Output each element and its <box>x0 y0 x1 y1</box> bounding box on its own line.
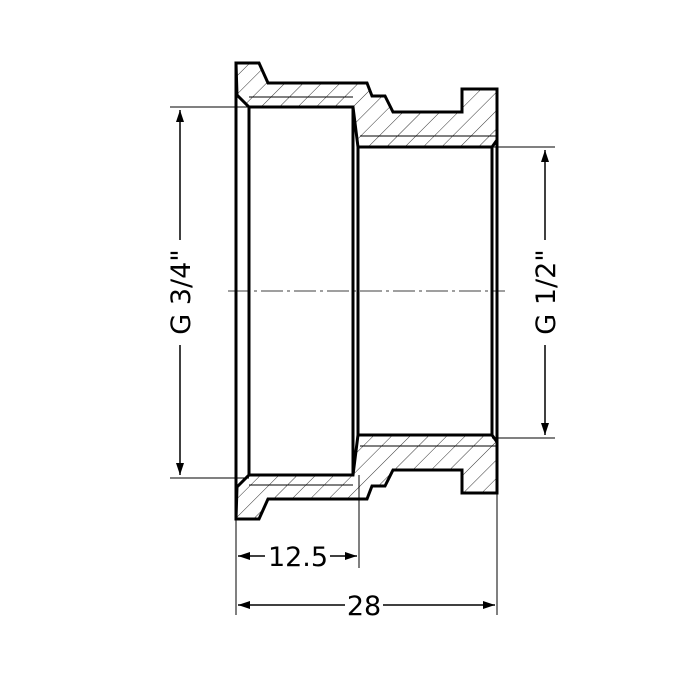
depth-dimension: 12.5 <box>238 542 357 573</box>
upper-section <box>234 61 499 149</box>
left-thread-label: G 3/4" <box>166 249 197 334</box>
length-dimension: 28 <box>238 591 495 622</box>
length-dimension-label: 28 <box>347 591 381 622</box>
left-diameter-dimension: G 3/4" <box>166 110 197 475</box>
extension-lines <box>170 106 555 615</box>
right-thread-label: G 1/2" <box>531 249 562 334</box>
lower-section <box>234 433 499 521</box>
right-diameter-dimension: G 1/2" <box>531 150 562 435</box>
thread-lines <box>249 96 497 486</box>
depth-dimension-label: 12.5 <box>268 542 328 573</box>
